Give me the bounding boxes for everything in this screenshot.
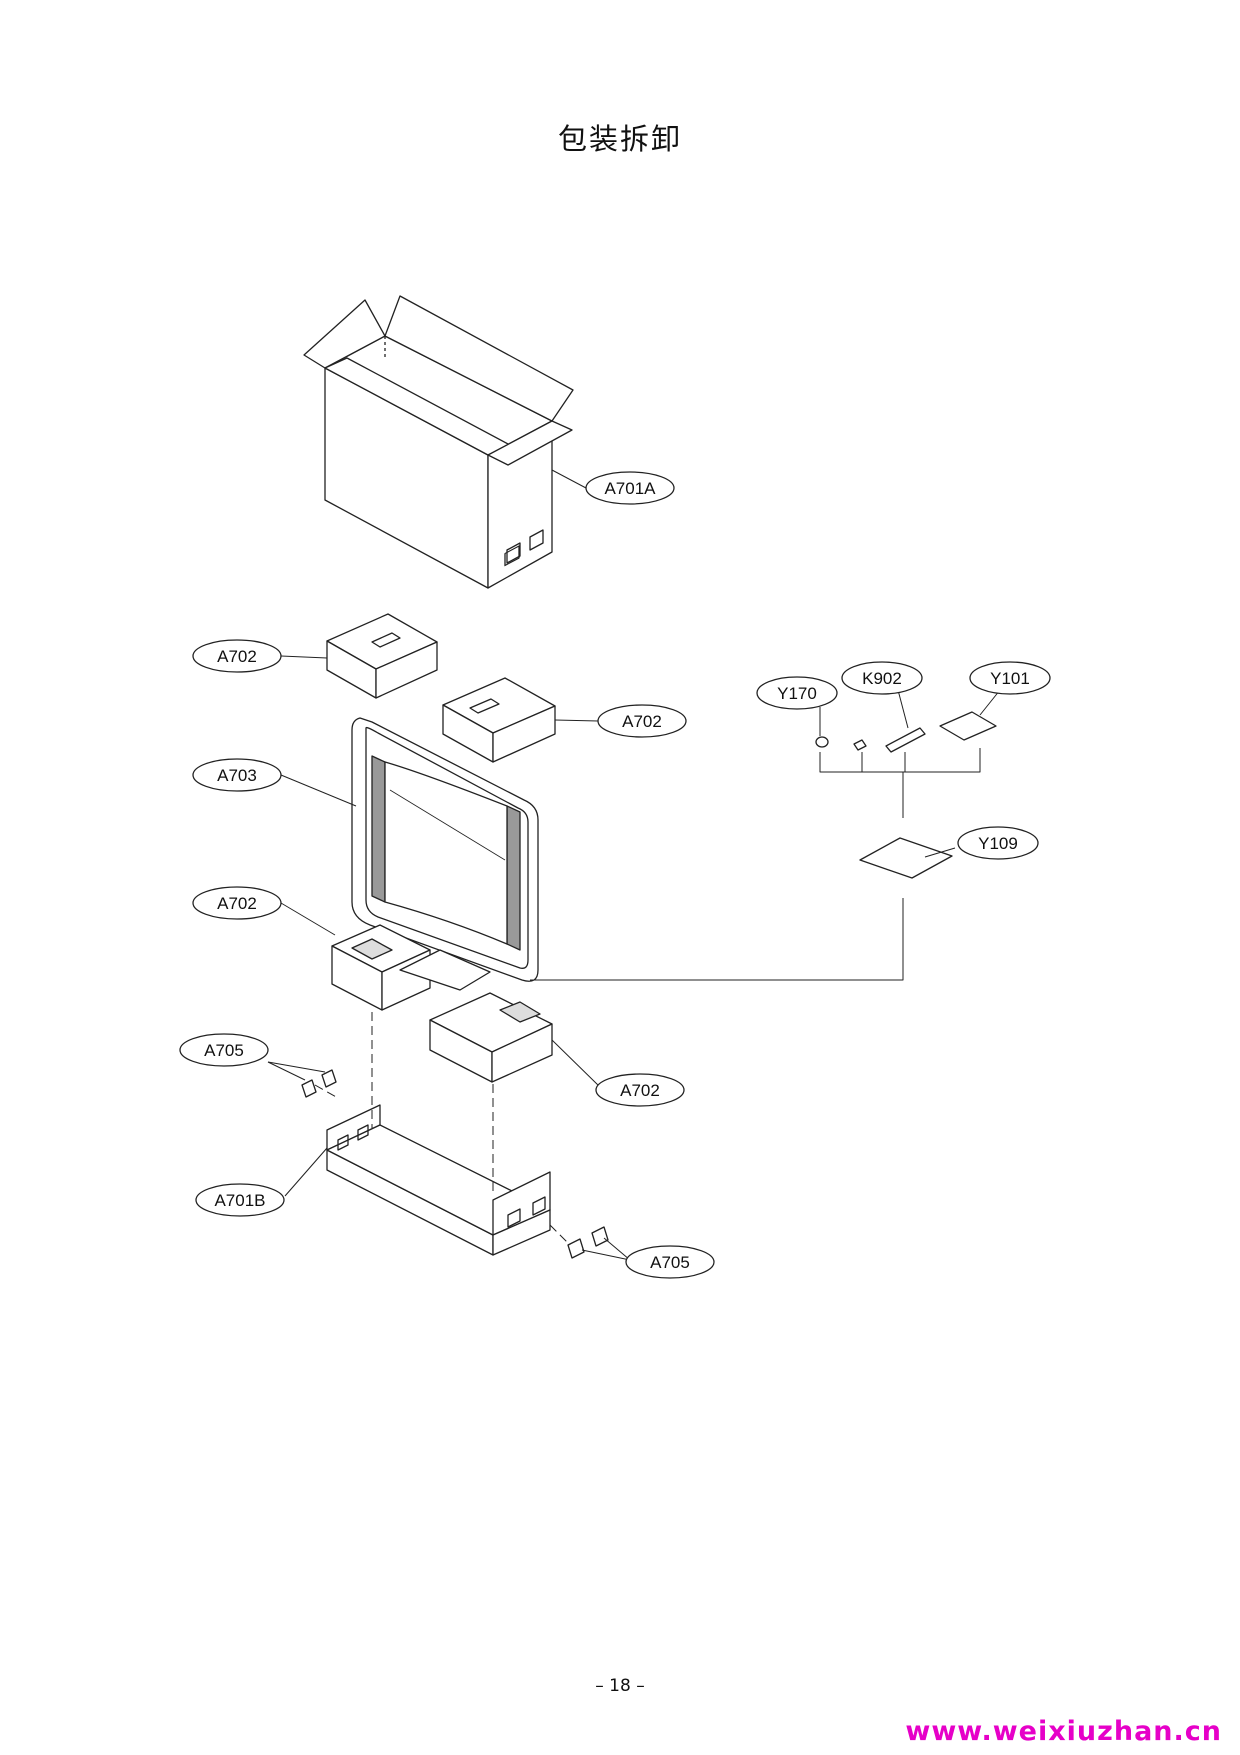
callout-a701a: A701A: [585, 471, 675, 505]
tv-set: [351, 717, 539, 982]
callout-y109: Y109: [957, 826, 1039, 860]
callout-y101: Y101: [969, 661, 1051, 695]
watermark: www.weixiuzhan.cn: [905, 1716, 1222, 1747]
callout-y170: Y170: [756, 676, 838, 710]
bottom-cushion-right: [429, 992, 553, 1083]
callout-label: A701A: [604, 479, 656, 498]
callout-a701b: A701B: [195, 1183, 285, 1217]
callout-a702-top-left: A702: [192, 639, 282, 673]
callout-label: K902: [862, 669, 902, 688]
page-number: – 18 –: [595, 1676, 645, 1696]
top-cushion-left: [326, 613, 438, 699]
callout-label: A703: [217, 766, 257, 785]
callout-a705-right: A705: [625, 1245, 715, 1279]
accessory-items: [815, 711, 997, 879]
callout-a705-left: A705: [179, 1033, 269, 1067]
clips-right: [567, 1226, 609, 1259]
callout-a703: A703: [192, 758, 282, 792]
callout-a702-top-right: A702: [597, 704, 687, 738]
carton-box: [303, 295, 574, 589]
callout-label: A705: [204, 1041, 244, 1060]
callout-label: Y170: [777, 684, 817, 703]
accessory-bag-on-cushion: [399, 949, 491, 991]
clips-left: [301, 1069, 337, 1098]
carton-base-tray: [326, 1104, 551, 1256]
callout-label: A702: [620, 1081, 660, 1100]
callout-label: A702: [217, 647, 257, 666]
callout-label: Y109: [978, 834, 1018, 853]
callout-label: A702: [217, 894, 257, 913]
callout-label: A702: [622, 712, 662, 731]
callout-a702-bottom-right: A702: [595, 1073, 685, 1107]
page-title: 包装拆卸: [557, 122, 682, 156]
callout-k902: K902: [841, 661, 923, 695]
callout-label: A701B: [214, 1191, 265, 1210]
callout-label: Y101: [990, 669, 1030, 688]
callout-label: A705: [650, 1253, 690, 1272]
top-cushion-right: [442, 677, 556, 763]
callout-a702-bottom-left: A702: [192, 886, 282, 920]
